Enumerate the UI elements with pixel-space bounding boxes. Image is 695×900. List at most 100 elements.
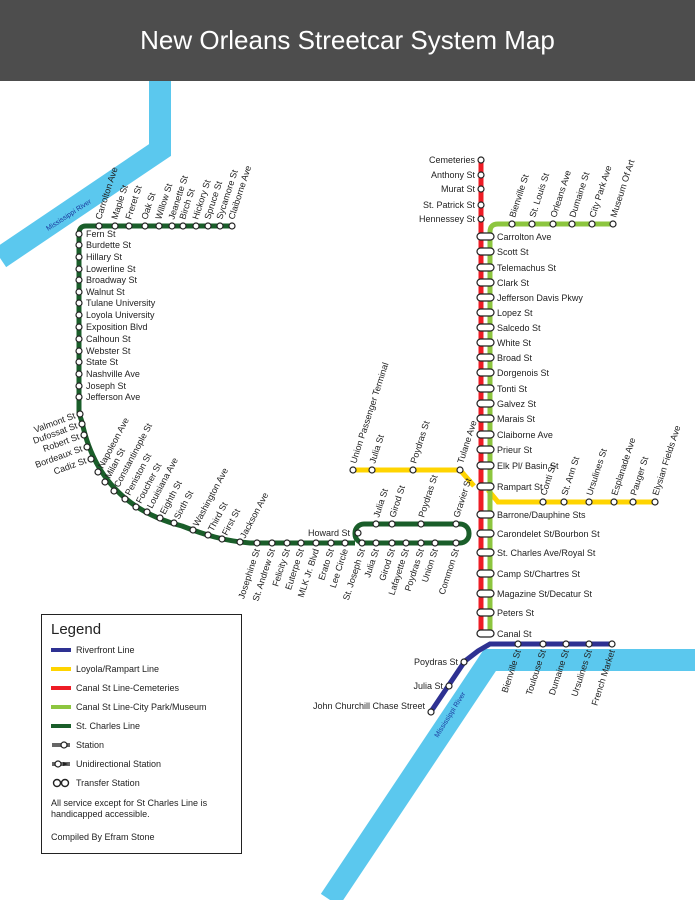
- station-marker[interactable]: [75, 230, 83, 238]
- station-marker[interactable]: [539, 498, 547, 506]
- station-marker[interactable]: [431, 539, 439, 547]
- transfer-marker[interactable]: [476, 430, 495, 439]
- station-marker[interactable]: [341, 539, 349, 547]
- station-marker[interactable]: [477, 201, 485, 209]
- station-marker[interactable]: [87, 455, 95, 463]
- station-marker[interactable]: [402, 539, 410, 547]
- station-marker[interactable]: [253, 539, 261, 547]
- station-marker[interactable]: [75, 288, 83, 296]
- transfer-marker[interactable]: [476, 461, 495, 470]
- station-marker[interactable]: [268, 539, 276, 547]
- station-marker[interactable]: [585, 498, 593, 506]
- transfer-marker[interactable]: [476, 529, 495, 538]
- station-marker[interactable]: [132, 503, 140, 511]
- station-marker[interactable]: [78, 420, 86, 428]
- station-marker[interactable]: [236, 538, 244, 546]
- station-marker[interactable]: [358, 539, 366, 547]
- transfer-marker[interactable]: [476, 482, 495, 491]
- station-marker[interactable]: [549, 220, 557, 228]
- station-marker[interactable]: [110, 487, 118, 495]
- station-marker[interactable]: [94, 468, 102, 476]
- station-marker[interactable]: [456, 466, 464, 474]
- station-marker[interactable]: [477, 215, 485, 223]
- station-marker[interactable]: [168, 222, 176, 230]
- station-marker[interactable]: [539, 640, 547, 648]
- transfer-marker[interactable]: [476, 548, 495, 557]
- station-marker[interactable]: [218, 535, 226, 543]
- station-marker[interactable]: [189, 526, 197, 534]
- station-marker[interactable]: [75, 265, 83, 273]
- station-marker[interactable]: [75, 393, 83, 401]
- station-marker[interactable]: [76, 410, 84, 418]
- station-marker[interactable]: [75, 311, 83, 319]
- transfer-marker[interactable]: [476, 368, 495, 377]
- station-marker[interactable]: [417, 520, 425, 528]
- station-marker[interactable]: [228, 222, 236, 230]
- station-marker[interactable]: [445, 682, 453, 690]
- station-marker[interactable]: [452, 520, 460, 528]
- transfer-marker[interactable]: [476, 293, 495, 302]
- station-marker[interactable]: [409, 466, 417, 474]
- station-marker[interactable]: [75, 370, 83, 378]
- station-marker[interactable]: [75, 241, 83, 249]
- station-marker[interactable]: [560, 498, 568, 506]
- station-marker[interactable]: [297, 539, 305, 547]
- station-marker[interactable]: [327, 539, 335, 547]
- transfer-marker[interactable]: [476, 353, 495, 362]
- station-marker[interactable]: [155, 222, 163, 230]
- transfer-marker[interactable]: [476, 629, 495, 638]
- station-marker[interactable]: [141, 222, 149, 230]
- station-marker[interactable]: [170, 519, 178, 527]
- station-marker[interactable]: [460, 658, 468, 666]
- transfer-marker[interactable]: [476, 232, 495, 241]
- station-marker[interactable]: [204, 222, 212, 230]
- transfer-marker[interactable]: [476, 445, 495, 454]
- station-marker[interactable]: [568, 220, 576, 228]
- station-marker[interactable]: [95, 222, 103, 230]
- station-marker[interactable]: [121, 495, 129, 503]
- station-marker[interactable]: [610, 498, 618, 506]
- station-marker[interactable]: [608, 640, 616, 648]
- station-marker[interactable]: [192, 222, 200, 230]
- station-marker[interactable]: [125, 222, 133, 230]
- station-marker[interactable]: [562, 640, 570, 648]
- station-marker[interactable]: [156, 514, 164, 522]
- transfer-marker[interactable]: [476, 384, 495, 393]
- station-marker[interactable]: [75, 347, 83, 355]
- station-marker[interactable]: [75, 335, 83, 343]
- station-marker[interactable]: [368, 466, 376, 474]
- station-marker[interactable]: [111, 222, 119, 230]
- transfer-marker[interactable]: [476, 608, 495, 617]
- station-marker[interactable]: [216, 222, 224, 230]
- transfer-marker[interactable]: [476, 510, 495, 519]
- transfer-marker[interactable]: [476, 263, 495, 272]
- station-marker[interactable]: [388, 520, 396, 528]
- station-marker[interactable]: [427, 708, 435, 716]
- transfer-marker[interactable]: [476, 323, 495, 332]
- station-marker[interactable]: [417, 539, 425, 547]
- station-marker[interactable]: [477, 171, 485, 179]
- transfer-marker[interactable]: [476, 247, 495, 256]
- station-marker[interactable]: [585, 640, 593, 648]
- transfer-marker[interactable]: [476, 589, 495, 598]
- station-marker[interactable]: [388, 539, 396, 547]
- station-marker[interactable]: [80, 431, 88, 439]
- transfer-marker[interactable]: [476, 278, 495, 287]
- station-marker[interactable]: [101, 478, 109, 486]
- station-marker[interactable]: [629, 498, 637, 506]
- station-marker[interactable]: [204, 531, 212, 539]
- station-marker[interactable]: [312, 539, 320, 547]
- transfer-marker[interactable]: [476, 399, 495, 408]
- station-marker[interactable]: [372, 520, 380, 528]
- station-marker[interactable]: [283, 539, 291, 547]
- station-marker[interactable]: [83, 443, 91, 451]
- transfer-marker[interactable]: [476, 338, 495, 347]
- station-marker[interactable]: [75, 253, 83, 261]
- station-marker[interactable]: [528, 220, 536, 228]
- station-marker[interactable]: [75, 323, 83, 331]
- station-marker[interactable]: [179, 222, 187, 230]
- transfer-marker[interactable]: [476, 308, 495, 317]
- station-marker[interactable]: [609, 220, 617, 228]
- station-marker[interactable]: [588, 220, 596, 228]
- station-marker[interactable]: [452, 539, 460, 547]
